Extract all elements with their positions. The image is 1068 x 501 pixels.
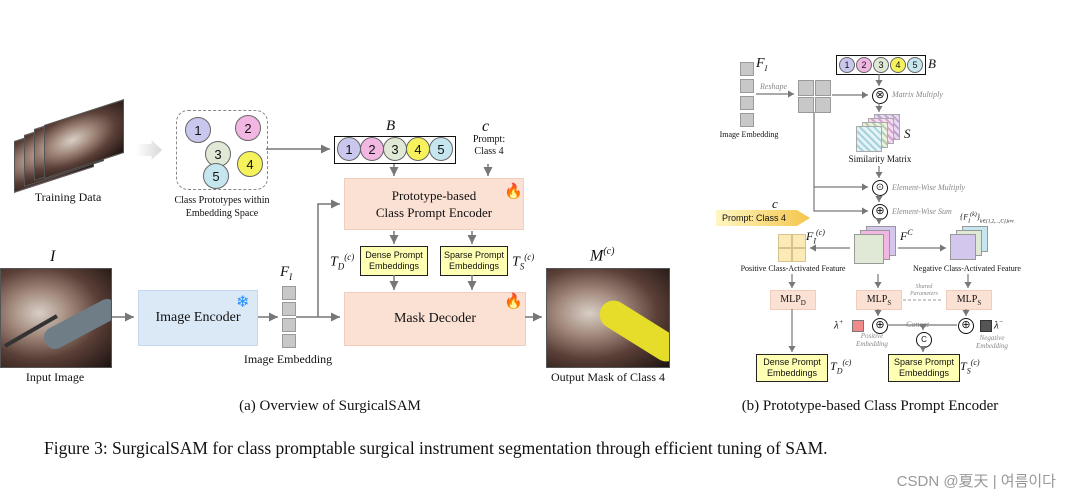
detail-td-label: TD(c) [830,358,852,376]
watermark: CSDN @夏天 | 여름이다 [896,473,1056,490]
lambda-neg-label: λ− [994,318,1004,332]
element-wise-sum-label: Element-Wise Sum [892,207,952,216]
b-circle-5: 5 [429,137,453,161]
b-label: B [386,118,396,134]
detail-b-circle-5: 5 [907,57,923,73]
fire-icon: 🔥 [504,184,523,200]
mlp-s-box: MLPS [856,290,902,310]
fi-label: FI [280,264,293,282]
reshape-label: Reshape [760,82,788,91]
snowflake-icon: ❄ [236,294,250,311]
m-label: M(c) [590,246,615,265]
figure-caption: Figure 3: SurgicalSAM for class promptab… [44,438,828,458]
shared-parameters-label: Shared Parameters [910,284,938,297]
b-circle-4: 4 [406,137,430,161]
detail-fi-label: FI [756,56,768,73]
negative-feature-label: Negative Class-Activated Feature [913,264,1021,273]
prompt-class-arrow: Prompt: Class 4 [716,210,810,226]
mlp-d-box: MLPD [770,290,816,310]
detail-b-label: B [928,56,936,71]
element-wise-multiply-label: Element-Wise Multiply [892,183,966,192]
prototype-circle-3: 3 [205,141,231,167]
encoder-detail-caption: (b) Prototype-based Class Prompt Encoder [741,398,999,414]
output-mask-image [546,268,670,368]
detail-image-embedding-label: Image Embedding [719,130,779,139]
b-circle-2: 2 [360,137,384,161]
mask-decoder: Mask Decoder [344,292,526,346]
prompt-label: Prompt: Class 4 [472,134,506,157]
ficbar-label: FC [900,228,913,243]
fic-label: FI(c) [806,228,825,246]
matrix-multiply-label: Matrix Multiply [892,90,943,99]
detail-ts-label: TS(c) [960,358,980,376]
negative-set-label: {FI(k)}k∈{1,2,...,C},k≠c [960,212,1015,225]
lambda-pos-label: λ+ [834,318,844,332]
c-label: c [482,118,490,135]
overview-arrows [112,144,542,322]
input-image [0,268,112,368]
prototypes-region: 1 2 3 4 5 [176,110,268,190]
detail-b-circle-3: 3 [873,57,889,73]
input-image-label: Input Image [25,370,85,384]
detail-c-label: c [772,196,778,211]
image-embedding-label: Image Embedding [243,352,333,366]
detail-b-circle-2: 2 [856,57,872,73]
matrix-multiply-icon: ⊗ [872,88,888,104]
positive-embedding-label: Positive Embedding [856,332,888,348]
overview-caption: (a) Overview of SurgicalSAM [239,398,421,414]
s-label: S [904,126,911,141]
encoder-detail-arrows [756,74,972,352]
negative-embedding-label: Negative Embedding [976,334,1008,350]
prototype-circle-4: 4 [237,151,263,177]
mlp-s2-box: MLPS [946,290,992,310]
fire-icon: 🔥 [504,294,523,310]
prototypes-label: Class Prototypes within Embedding Space [174,195,270,219]
prototype-circle-5: 5 [203,163,229,189]
positive-embedding-square [852,320,864,332]
td-label: TD(c) [330,252,355,272]
training-data-label: Training Data [34,190,102,204]
similarity-matrix-label: Similarity Matrix [848,154,912,164]
ts-label: TS(c) [512,252,535,272]
positive-sum-icon: ⊕ [872,318,888,334]
negative-embedding-square [980,320,992,332]
i-label: I [50,248,56,265]
positive-feature-label: Positive Class-Activated Feature [740,264,846,273]
prototype-circle-1: 1 [185,117,211,143]
prototype-circle-2: 2 [235,115,261,141]
flow-arrow-icon [136,140,162,160]
b-vector: 1 2 3 4 5 [334,136,456,164]
element-wise-multiply-icon: ⊙ [872,180,888,196]
image-encoder: Image Encoder [138,290,258,346]
class-prompt-encoder: Prototype-based Class Prompt Encoder [344,178,524,230]
b-circle-1: 1 [337,137,361,161]
detail-b-circle-1: 1 [839,57,855,73]
output-mask-label: Output Mask of Class 4 [551,370,665,384]
negative-sum-icon: ⊕ [958,318,974,334]
detail-b-circle-4: 4 [890,57,906,73]
detail-b-vector: 1 2 3 4 5 [836,55,926,75]
